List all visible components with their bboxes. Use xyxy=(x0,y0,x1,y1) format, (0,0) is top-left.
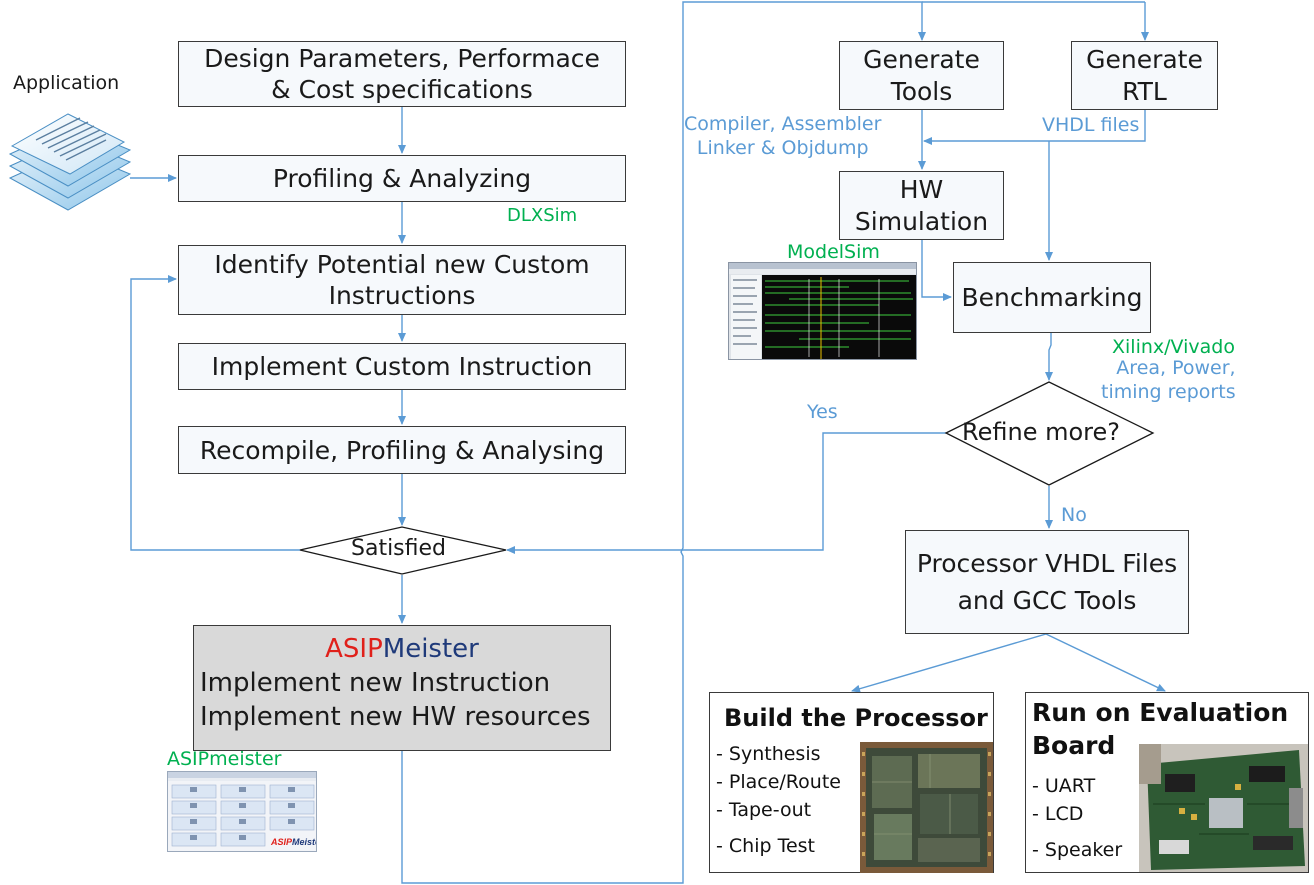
no-label: No xyxy=(1061,504,1087,526)
compiler-note-line2: Linker & Objdump xyxy=(696,136,869,159)
asipmeister-screenshot: ASIPMeister xyxy=(167,771,317,852)
benchmarking-box: Benchmarking xyxy=(953,262,1151,333)
benchmarking-label: Benchmarking xyxy=(961,283,1143,312)
design-parameters-line1: Design Parameters, Performace xyxy=(204,43,600,73)
processor-files-box: Processor VHDL Files and GCC Tools xyxy=(905,530,1189,634)
asipmeister-title: ASIPMeister xyxy=(194,634,610,664)
compiler-note: Compiler, Assembler Linker & Objdump xyxy=(684,113,881,161)
compiler-note-line1: Compiler, Assembler xyxy=(684,113,882,135)
list-item: - Tape-out xyxy=(716,799,812,821)
list-item: - Synthesis xyxy=(716,743,821,765)
asipmeister-box: ASIPMeister Implement new Instruction Im… xyxy=(193,625,611,751)
modelsim-screenshot xyxy=(728,262,917,360)
reports-line1: Area, Power, xyxy=(1116,357,1236,379)
refine-more-label: Refine more? xyxy=(962,418,1120,446)
hw-simulation-line2: Simulation xyxy=(854,206,989,236)
generate-rtl-line2: RTL xyxy=(1122,76,1167,106)
generate-tools-line1: Generate xyxy=(863,45,980,75)
asipmeister-line2: Implement new HW resources xyxy=(200,702,591,732)
processor-files-line2: and GCC Tools xyxy=(957,586,1137,615)
list-item: - LCD xyxy=(1032,803,1084,825)
asipmeister-line1: Implement new Instruction xyxy=(200,668,551,698)
asipmeister-logo-blue: Meister xyxy=(292,837,316,847)
generate-rtl-line1: Generate xyxy=(1086,45,1203,75)
recompile-box: Recompile, Profiling & Analysing xyxy=(178,426,626,474)
meister-blue-text: Meister xyxy=(382,634,479,664)
profiling-label: Profiling & Analyzing xyxy=(272,164,532,193)
build-processor-card: Build the Processor - Synthesis - Place/… xyxy=(709,692,994,873)
evaluation-board-card: Run on Evaluation Board - UART - LCD - S… xyxy=(1025,692,1309,873)
reports-note: Area, Power, timing reports xyxy=(1101,357,1236,405)
fpga-board-image xyxy=(1139,744,1308,872)
asipmeister-tool-label: ASIPmeister xyxy=(167,748,282,770)
generate-tools-line2: Tools xyxy=(890,76,953,106)
refine-diamond xyxy=(944,381,1155,486)
design-parameters-box: Design Parameters, Performace& Cost spec… xyxy=(178,41,626,107)
evaluation-board-title-line1: Run on Evaluation xyxy=(1032,698,1289,727)
recompile-label: Recompile, Profiling & Analysing xyxy=(199,435,605,465)
xilinx-vivado-label: Xilinx/Vivado xyxy=(1112,336,1235,358)
chip-die-image xyxy=(860,742,993,873)
list-item: - Place/Route xyxy=(716,771,841,793)
build-processor-steps: - Synthesis - Place/Route - Tape-out - C… xyxy=(716,743,841,863)
implement-custom-instruction-box: Implement Custom Instruction xyxy=(178,343,626,390)
profiling-box: Profiling & Analyzing xyxy=(178,155,626,202)
hw-simulation-line1: HW xyxy=(899,175,944,205)
vhdl-files-label: VHDL files xyxy=(1042,114,1140,136)
asipmeister-logo: ASIPMeister xyxy=(271,837,316,847)
evaluation-board-features: - UART - LCD - Speaker xyxy=(1032,775,1122,867)
satisfied-label: Satisfied xyxy=(351,536,447,561)
identify-line1: Identify Potential new Custom xyxy=(214,249,590,279)
list-item: - UART xyxy=(1032,775,1096,797)
asip-red-text: ASIP xyxy=(325,634,383,664)
evaluation-board-title: Run on Evaluation Board xyxy=(1032,697,1288,762)
application-label: Application xyxy=(13,72,120,94)
identify-line2: Instructions xyxy=(328,281,476,310)
build-processor-title: Build the Processor xyxy=(724,704,988,732)
list-item: - Chip Test xyxy=(716,835,815,857)
yes-label: Yes xyxy=(807,401,838,423)
design-parameters-line2: & Cost specifications xyxy=(271,75,533,104)
reports-line2: timing reports xyxy=(1101,380,1236,403)
evaluation-board-title-line2: Board xyxy=(1032,730,1116,760)
dlxsim-label: DLXSim xyxy=(507,205,578,226)
implement-ci-label: Implement Custom Instruction xyxy=(211,352,593,381)
asipmeister-logo-red: ASIP xyxy=(271,837,293,847)
document-stack-icon xyxy=(8,113,132,211)
list-item: - Speaker xyxy=(1032,839,1123,861)
satisfied-diamond xyxy=(299,526,507,575)
modelsim-label: ModelSim xyxy=(787,241,880,263)
processor-files-line1: Processor VHDL Files xyxy=(916,548,1178,578)
